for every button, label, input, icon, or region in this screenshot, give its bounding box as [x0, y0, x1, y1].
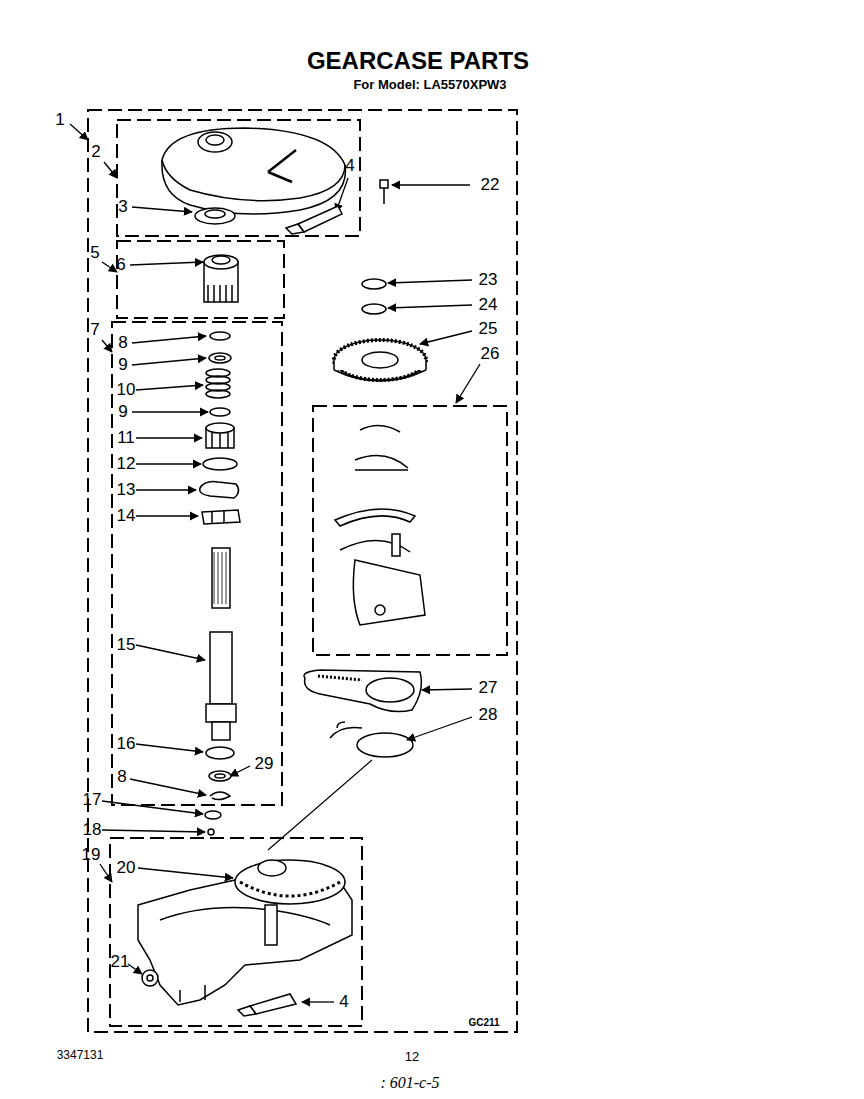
callout-number: 1 [55, 111, 64, 130]
callout-number: 12 [117, 455, 136, 474]
callout-number: 29 [255, 755, 274, 774]
callout-number: 2 [91, 143, 100, 162]
callout-number: 26 [481, 345, 500, 364]
callout-number: 24 [479, 296, 498, 315]
callout-number: 22 [481, 176, 500, 195]
callout-number: 20 [117, 859, 136, 878]
callout-number: 7 [90, 321, 99, 340]
callout-number: 21 [111, 953, 130, 972]
callout-number: 8 [118, 334, 127, 353]
callout-number: 25 [479, 320, 498, 339]
callout-number: 19 [82, 846, 101, 865]
note-text: 12 [405, 1050, 419, 1064]
callout-number: 9 [118, 356, 127, 375]
callout-number: 8 [117, 768, 126, 787]
callout-number: 5 [90, 244, 99, 263]
callout-number: 28 [479, 706, 498, 725]
note-text: For Model: LA5570XPW3 [353, 78, 506, 92]
callout-number: 10 [117, 381, 136, 400]
callout-number: 18 [83, 821, 102, 840]
callout-number: 23 [479, 271, 498, 290]
callout-number: 9 [118, 403, 127, 422]
callout-number: 4 [339, 993, 348, 1012]
callout-number: 14 [117, 507, 136, 526]
callout-number: 16 [117, 735, 136, 754]
note-text: 3347131 [57, 1049, 104, 1062]
title: GEARCASE PARTS [307, 48, 529, 74]
note-text: : 601-c-5 [380, 1074, 439, 1092]
callout-number: 4 [345, 157, 354, 176]
callout-number: 17 [83, 791, 102, 810]
callout-number: 13 [117, 481, 136, 500]
callout-number: 15 [117, 636, 136, 655]
callout-number: 27 [479, 679, 498, 698]
callout-number: 6 [116, 256, 125, 275]
callout-number: 3 [118, 198, 127, 217]
callout-number: 11 [117, 429, 135, 448]
note-text: GC211 [468, 1017, 499, 1028]
